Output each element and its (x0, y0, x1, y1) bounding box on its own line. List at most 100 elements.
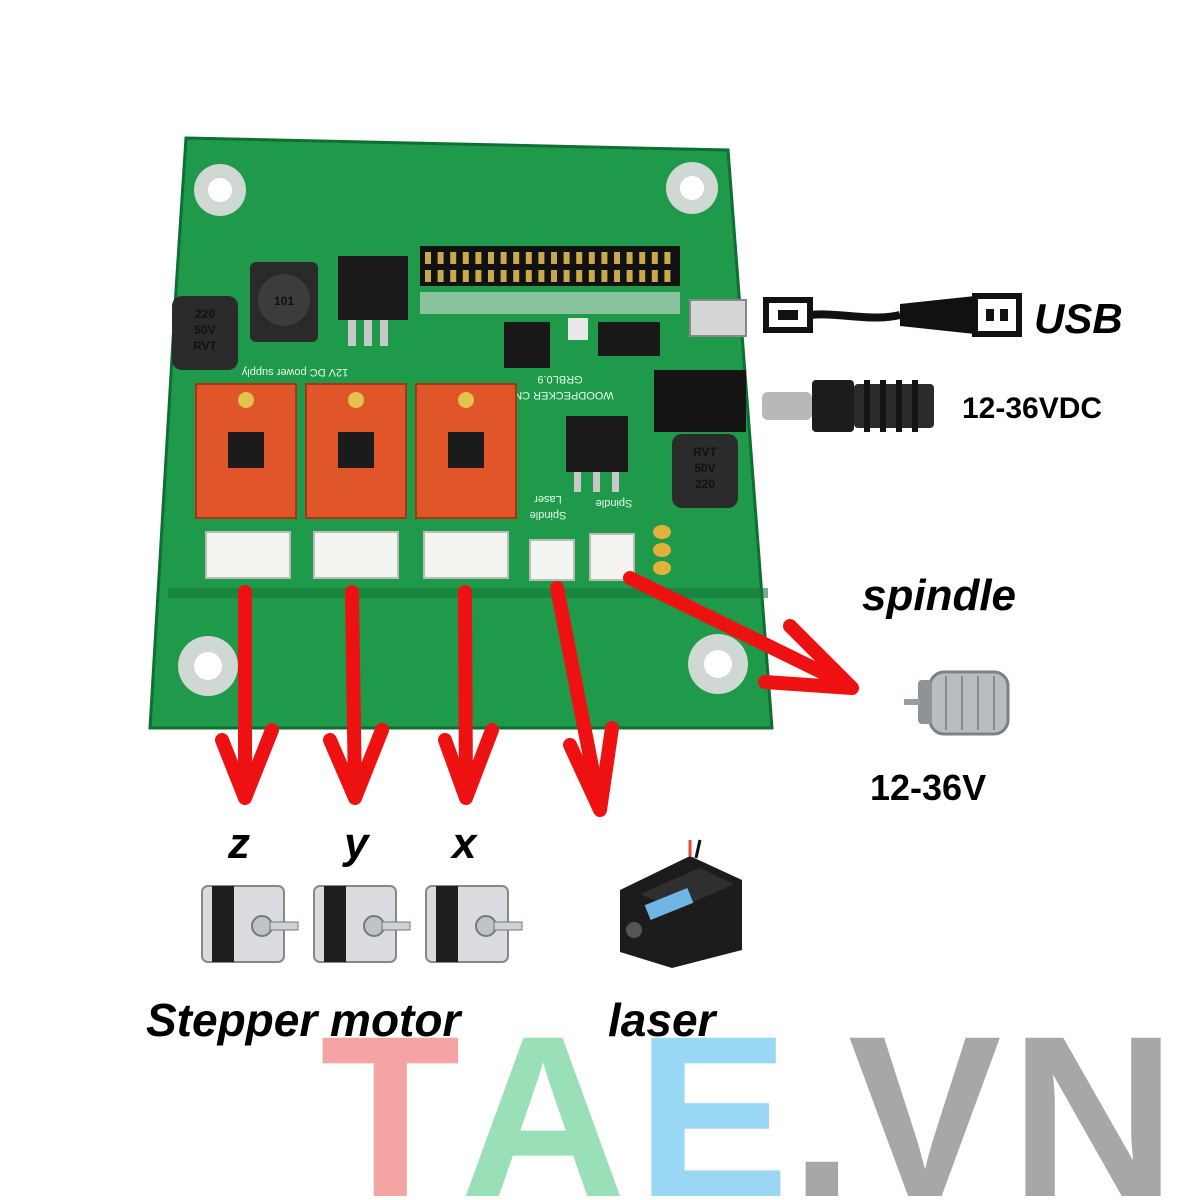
header-pin (651, 270, 658, 282)
svg-text:RVT: RVT (693, 445, 717, 459)
arrow-z (215, 585, 279, 805)
header-pin (500, 270, 507, 282)
spindle-label: spindle (862, 571, 1016, 620)
connector-z (205, 531, 291, 579)
axis-label-y: y (342, 819, 371, 868)
spindle-voltage-label: 12-36V (870, 767, 986, 808)
svg-text:RVT: RVT (193, 339, 217, 353)
header-pin (601, 252, 608, 264)
dc-jack (654, 370, 746, 432)
svg-text:WOODPECKER CNC: WOODPECKER CNC (506, 389, 614, 401)
svg-text:101: 101 (274, 294, 294, 308)
spindle-motor (904, 670, 1010, 736)
header-pin (475, 252, 482, 264)
header-pin (462, 252, 469, 264)
small-capacitors (653, 525, 671, 575)
header-pin (626, 270, 633, 282)
capacitor: RVT 50V 220 (672, 434, 738, 508)
dc-power-plug (762, 380, 934, 432)
inductor: 101 (250, 262, 318, 342)
power-note: 12V DC power supply (241, 366, 348, 378)
stepper-motor-x (425, 885, 523, 963)
header-pin (538, 252, 545, 264)
svg-text:GRBL0.9: GRBL0.9 (537, 373, 582, 385)
laser-label: laser (608, 994, 718, 1046)
svg-text:220: 220 (695, 477, 715, 491)
watermark-letter: A (460, 988, 626, 1200)
header-pin (576, 252, 583, 264)
stepper-driver-y (305, 383, 407, 519)
header-pin (462, 270, 469, 282)
stepper-motor-label: Stepper motor (146, 994, 462, 1046)
svg-text:50V: 50V (194, 323, 215, 337)
port-label-spindle: Spindle (530, 509, 567, 521)
microcontroller-chip (504, 318, 660, 368)
header-pin (551, 270, 557, 282)
header-pin (425, 270, 431, 282)
laser-module (620, 839, 742, 968)
header-pin (475, 270, 482, 282)
usb-label: USB (1034, 295, 1123, 342)
arrow-x (438, 585, 499, 805)
watermark-letter: . (790, 988, 854, 1200)
header-pin (450, 252, 457, 264)
header-pin (450, 270, 457, 282)
header-pin (500, 252, 507, 264)
port-label-laser: Laser (534, 493, 562, 505)
connector-y (313, 531, 399, 579)
header-pin (513, 270, 520, 282)
header-pin (651, 252, 658, 264)
header-pin (664, 270, 671, 282)
mounting-hole (666, 162, 718, 214)
board-silkscreen: WOODPECKER CNC GRBL0.9 (506, 373, 614, 401)
watermark-letter: E (636, 988, 789, 1200)
header-pin (525, 252, 532, 264)
header-pin (601, 270, 608, 282)
header-pin (488, 270, 494, 282)
watermark-letter: T (320, 988, 461, 1200)
capacitor: 220 50V RVT (172, 296, 238, 370)
stepper-driver-x (415, 383, 517, 519)
header-pin (588, 270, 595, 282)
port-label-spindle: Spindle (596, 497, 633, 509)
connector-x (423, 531, 509, 579)
mosfet (566, 416, 628, 492)
stepper-driver-z (195, 383, 297, 519)
arrow-spindle (623, 571, 859, 695)
header-pin (525, 270, 532, 282)
header-pin (437, 252, 444, 264)
svg-text:220: 220 (195, 307, 215, 321)
header-pin (588, 252, 595, 264)
header-pin (664, 252, 671, 264)
header-pin (639, 270, 646, 282)
usb-cable (763, 293, 1022, 337)
voltage-regulator (338, 256, 408, 346)
header-pin (576, 270, 583, 282)
header-pin (538, 270, 545, 282)
header-pin (551, 252, 557, 264)
axis-label-z: z (227, 819, 250, 868)
header-pin (563, 252, 570, 264)
header-pin (614, 252, 620, 264)
svg-text:50V: 50V (694, 461, 715, 475)
header-pin (513, 252, 520, 264)
mini-usb-port (689, 299, 747, 337)
watermark-letter: V (848, 988, 1001, 1200)
watermark: T A E . V N (320, 988, 1176, 1200)
header-pin (488, 252, 494, 264)
header-pin (437, 270, 444, 282)
arrow-laser (550, 581, 619, 817)
stepper-motor-z (201, 885, 299, 963)
header-pin (626, 252, 633, 264)
watermark-letter: N (1010, 988, 1176, 1200)
axis-label-x: x (450, 819, 478, 868)
arrows (215, 571, 859, 817)
mounting-hole (194, 164, 246, 216)
header-pin (614, 270, 620, 282)
stepper-motor-y (313, 885, 411, 963)
mounting-hole (688, 634, 748, 694)
connector-laser (529, 539, 575, 581)
mounting-hole (178, 636, 238, 696)
power-input-label: 12-36VDC (962, 392, 1102, 425)
